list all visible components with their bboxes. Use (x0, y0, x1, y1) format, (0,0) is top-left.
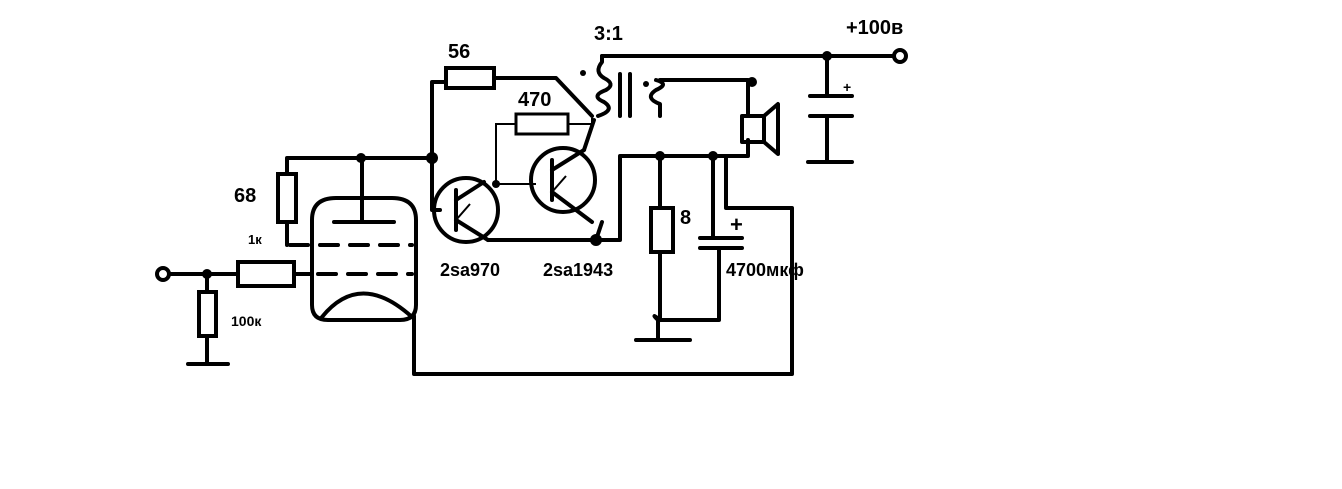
resistor-470 (514, 112, 570, 136)
supply-cap (806, 54, 854, 164)
label-56: 56 (448, 41, 470, 63)
vacuum-tube (288, 156, 418, 322)
label-q2: 2sa1943 (543, 260, 613, 280)
label-68: 68 (234, 185, 256, 207)
collector-junction (590, 234, 602, 246)
collector-bus (486, 154, 662, 242)
label-470: 470 (518, 89, 551, 111)
label-1k: 1к (248, 232, 262, 247)
tube-cathode (320, 291, 414, 319)
screen-wire (285, 156, 434, 247)
tube-anode (332, 156, 396, 224)
r56-wire (430, 76, 594, 160)
label-cap-plus: + (730, 212, 743, 237)
ground-symbol (634, 314, 692, 342)
resistor-8 (649, 206, 675, 254)
label-100k: 100к (231, 313, 262, 329)
resistor-100k (197, 290, 218, 338)
q1-q2-junction (492, 180, 500, 188)
secondary-wire (658, 78, 750, 158)
feedback-wire (412, 154, 794, 376)
label-8: 8 (680, 207, 691, 229)
input-terminal (155, 266, 171, 282)
transistor-q2 (529, 146, 597, 224)
label-cap-value: 4700мкф (726, 260, 804, 280)
label-supply-cap-plus: + (843, 79, 851, 95)
speaker-junction (747, 77, 757, 87)
resistor-1k (236, 260, 296, 288)
anode-junction (356, 153, 366, 163)
q2-emitter-wire (582, 118, 596, 152)
grid-leak-wire (186, 272, 230, 366)
transistor-q1 (432, 176, 500, 244)
label-ratio: 3:1 (594, 23, 623, 45)
supply-terminal (892, 48, 908, 64)
label-supply: +100в (846, 17, 903, 39)
output-branch (658, 154, 744, 322)
resistor-68 (276, 172, 298, 224)
resistor-56 (444, 66, 496, 90)
label-q1: 2sa970 (440, 260, 500, 280)
output-transformer (580, 54, 665, 118)
loudspeaker (740, 102, 780, 156)
